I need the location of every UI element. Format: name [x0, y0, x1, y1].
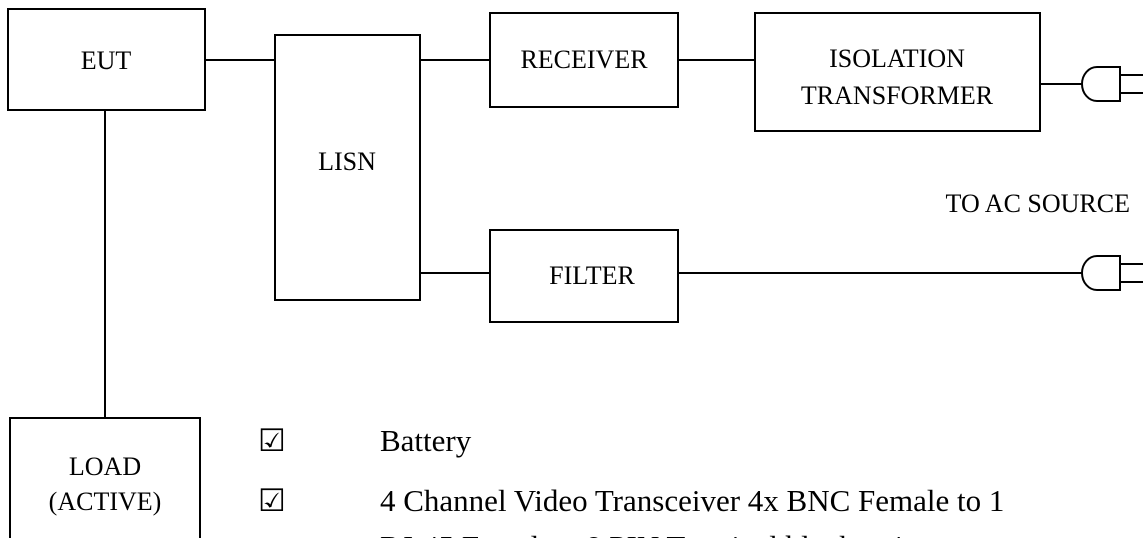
- list-item: RJ-45 Female + 8 PIN Terminal block + 4: [380, 529, 903, 543]
- connection-lines: [104, 59, 1082, 418]
- ac-plug-icon: [1081, 66, 1143, 102]
- checklist: ☑ Battery ☑ 4 Channel Video Transceiver …: [258, 423, 1004, 543]
- load-block: LOAD (ACTIVE): [9, 417, 201, 543]
- ac-source-label: TO AC SOURCE: [946, 189, 1130, 218]
- eut-block: EUT: [7, 8, 206, 111]
- receiver-label: RECEIVER: [520, 45, 648, 74]
- list-item-text: 4 Channel Video Transceiver 4x BNC Femal…: [380, 483, 1004, 518]
- checkbox-checked-icon: ☑: [258, 423, 286, 458]
- ac-plug-icon: [1081, 255, 1143, 291]
- checkbox-checked-icon: ☑: [258, 483, 286, 518]
- lisn-label: LISN: [318, 147, 376, 176]
- list-item: ☑ 4 Channel Video Transceiver 4x BNC Fem…: [258, 483, 1004, 518]
- isolation-transformer-block: ISOLATION TRANSFORMER: [754, 12, 1041, 132]
- filter-block: FILTER: [489, 229, 679, 323]
- list-item-text: Battery: [380, 423, 472, 458]
- receiver-block: RECEIVER: [489, 12, 679, 108]
- list-item: ☑ Battery: [258, 423, 472, 458]
- lisn-block: LISN: [274, 34, 421, 301]
- load-label-line1: LOAD: [69, 452, 141, 481]
- isolation-label-line1: ISOLATION: [829, 44, 965, 73]
- eut-label: EUT: [81, 46, 132, 75]
- filter-label: FILTER: [549, 261, 635, 290]
- load-label-line2: (ACTIVE): [49, 487, 162, 516]
- list-item-text: RJ-45 Female + 8 PIN Terminal block + 4: [380, 529, 903, 538]
- isolation-label-line2: TRANSFORMER: [801, 81, 994, 110]
